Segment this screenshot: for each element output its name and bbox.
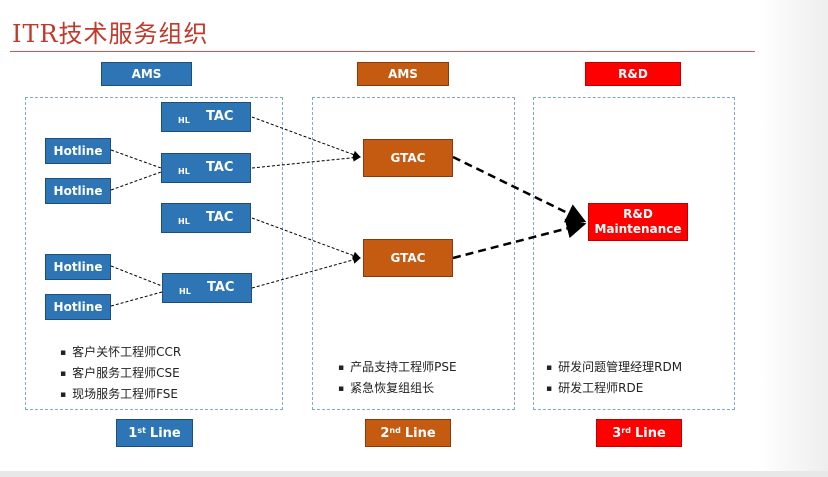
tac-prefix: HL: [178, 217, 190, 226]
tac-prefix: HL: [178, 167, 190, 176]
title-divider: [10, 51, 755, 52]
third-line-roles: 研发问题管理经理RDM 研发工程师RDE: [546, 358, 682, 400]
tac-box: HL TAC: [161, 153, 251, 183]
hotline-box: Hotline: [45, 178, 111, 204]
footer-num: 2: [380, 425, 390, 441]
footer-num: 1: [128, 425, 138, 441]
tac-label: TAC: [206, 109, 234, 124]
column-header-ams-1: AMS: [101, 62, 192, 86]
tac-label: TAC: [206, 210, 234, 225]
footer-suffix: rd: [621, 425, 631, 435]
rd-maintenance-box: R&D Maintenance: [588, 203, 688, 241]
role-item: 现场服务工程师FSE: [60, 385, 181, 406]
tac-prefix: HL: [178, 116, 190, 125]
hotline-box: Hotline: [45, 254, 111, 280]
rd-maintenance-line2: Maintenance: [594, 222, 682, 236]
role-item: 产品支持工程师PSE: [338, 358, 456, 379]
slide-edge-shadow: [758, 0, 828, 477]
role-item: 紧急恢复组组长: [338, 379, 457, 400]
footer-suffix: nd: [389, 425, 401, 435]
tac-label: TAC: [207, 280, 235, 295]
tac-box: HL TAC: [162, 273, 252, 303]
role-item: 研发工程师RDE: [546, 379, 682, 400]
hotline-box: Hotline: [45, 138, 111, 164]
page-title: ITR技术服务组织: [12, 20, 209, 48]
footer-word: Line: [149, 425, 181, 441]
slide-bottom-shadow: [0, 471, 828, 477]
rd-maintenance-line1: R&D: [623, 207, 653, 221]
hotline-box: Hotline: [45, 294, 111, 320]
column-header-rd: R&D: [585, 62, 681, 86]
role-item: 客户关怀工程师CCR: [60, 343, 181, 364]
role-item: 研发问题管理经理RDM: [546, 358, 682, 379]
footer-word: Line: [404, 425, 436, 441]
footer-num: 3: [612, 425, 622, 441]
first-line-roles: 客户关怀工程师CCR 客户服务工程师CSE 现场服务工程师FSE: [60, 343, 181, 406]
second-line-roles: 产品支持工程师PSE 紧急恢复组组长: [338, 358, 457, 400]
tac-label: TAC: [206, 160, 234, 175]
footer-word: Line: [634, 425, 666, 441]
role-item: 客户服务工程师CSE: [60, 364, 181, 385]
gtac-box: GTAC: [363, 239, 453, 277]
tac-box: HL TAC: [161, 102, 251, 132]
gtac-box: GTAC: [363, 139, 453, 177]
tac-prefix: HL: [179, 287, 191, 296]
tac-box: HL TAC: [161, 203, 251, 233]
footer-suffix: st: [137, 425, 146, 435]
column-header-ams-2: AMS: [357, 62, 449, 86]
